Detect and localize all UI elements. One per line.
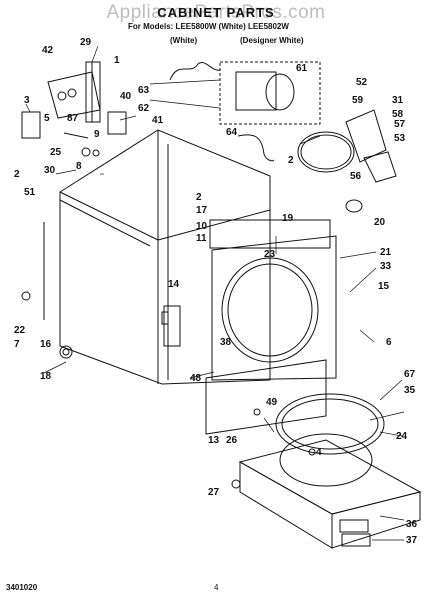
callout-21: 21 <box>380 247 392 258</box>
timer-terminal-group <box>21 61 127 157</box>
callout-19: 19 <box>282 213 294 224</box>
callout-15: 15 <box>378 281 390 292</box>
callout-58: 58 <box>392 109 404 120</box>
callout-56: 56 <box>350 171 362 182</box>
callout-64: 64 <box>226 127 238 138</box>
callout-41: 41 <box>152 115 164 126</box>
callout-35: 35 <box>404 385 416 396</box>
variant-right: (Designer White) <box>240 36 304 45</box>
callout-5: 5 <box>44 113 50 124</box>
callout-29: 29 <box>80 37 92 48</box>
callout-16: 16 <box>40 339 52 350</box>
callout-36: 36 <box>406 519 418 530</box>
diagram-title: CABINET PARTS <box>157 5 275 20</box>
callout-2-mid: 2 <box>196 192 202 203</box>
callout-25: 25 <box>50 147 62 158</box>
callout-22: 22 <box>14 325 26 336</box>
callout-37: 37 <box>406 535 418 546</box>
callout-24: 24 <box>396 431 408 442</box>
callout-13: 13 <box>208 435 220 446</box>
callout-26: 26 <box>226 435 238 446</box>
callout-49: 49 <box>266 397 278 408</box>
callout-30: 30 <box>44 165 56 176</box>
watermark: AppliancePartsPros.com <box>106 2 326 23</box>
callout-20: 20 <box>374 217 386 228</box>
callout-52: 52 <box>356 77 368 88</box>
callout-40: 40 <box>120 91 132 102</box>
callout-4: 4 <box>316 447 322 458</box>
variant-left: (White) <box>170 36 198 45</box>
callout-57: 57 <box>394 119 406 130</box>
page-number: 4 <box>214 583 219 592</box>
callout-59: 59 <box>352 95 364 106</box>
document-number: 3401020 <box>6 583 38 592</box>
callout-27: 27 <box>208 487 220 498</box>
callout-38: 38 <box>220 337 232 348</box>
callout-67: 67 <box>404 369 416 380</box>
callout-51: 51 <box>24 187 36 198</box>
callout-9: 9 <box>94 129 100 140</box>
callout-33: 33 <box>380 261 392 272</box>
callout-23: 23 <box>264 249 276 260</box>
callout-53: 53 <box>394 133 406 144</box>
callout-2-left: 2 <box>14 169 20 180</box>
callout-42: 42 <box>42 45 54 56</box>
callout-2-top: 2 <box>288 155 294 166</box>
callout-62: 62 <box>138 103 150 114</box>
base-frame <box>238 439 422 549</box>
callout-10: 10 <box>196 221 208 232</box>
callout-17: 17 <box>196 205 208 216</box>
callout-1: 1 <box>114 55 120 66</box>
callout-48: 48 <box>190 373 202 384</box>
callout-61: 61 <box>296 63 308 74</box>
callout-11: 11 <box>196 233 207 244</box>
callout-3: 3 <box>24 95 30 106</box>
callout-8: 8 <box>76 161 82 172</box>
front-panel <box>209 219 337 381</box>
callout-63: 63 <box>138 85 150 96</box>
callout-18: 18 <box>40 371 52 382</box>
callout-6: 6 <box>386 337 392 348</box>
callout-31: 31 <box>392 95 404 106</box>
models-line: For Models: LEE5800W (White) LEE5802W <box>128 22 289 31</box>
callout-7: 7 <box>14 339 20 350</box>
callout-14: 14 <box>168 279 180 290</box>
cabinet-outline <box>43 129 271 385</box>
callout-87: 87 <box>67 113 79 124</box>
